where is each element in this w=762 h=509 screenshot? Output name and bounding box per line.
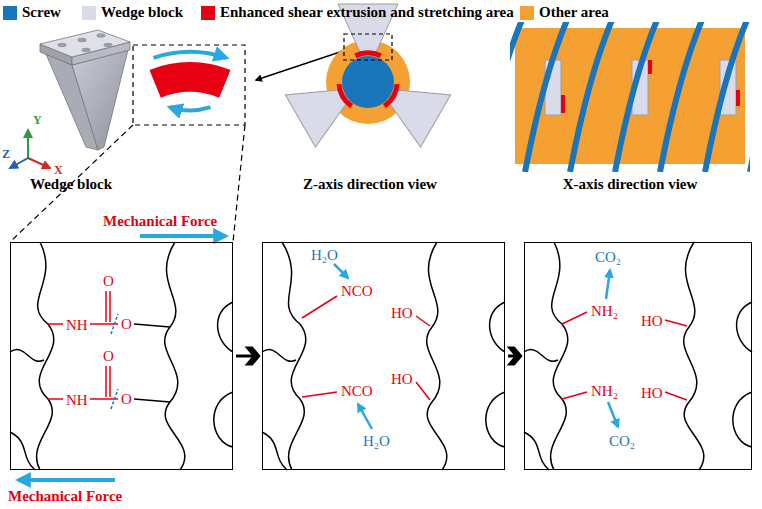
chemical-group: NH [66, 317, 88, 333]
legend-text: Other area [539, 4, 609, 21]
screw-flight [510, 22, 522, 172]
chemical-group: O [103, 348, 114, 364]
polymer-chains [10, 242, 233, 470]
legend-swatch [520, 6, 534, 20]
figure-caption: Wedge block [30, 176, 112, 192]
polymer-chains [262, 242, 505, 470]
reaction-panel: NHOONHOO [10, 242, 233, 470]
polymer-chains [524, 242, 752, 470]
chemical-group: NH₂ [591, 303, 618, 319]
chemical-group: H₂O [363, 433, 390, 449]
legend-item: Other area [520, 4, 609, 21]
chemical-group: NCO [341, 383, 373, 399]
chemical-group: NH [66, 392, 88, 408]
chemical-group: O [121, 391, 132, 407]
chemical-group: HO [641, 385, 663, 401]
chemical-group: O [103, 273, 114, 289]
legend-swatch [3, 6, 17, 20]
chemical-group: HO [391, 305, 413, 321]
chemical-group: CO₂ [609, 433, 635, 449]
force-label: Mechanical Force [103, 213, 217, 229]
chemical-group: HO [391, 371, 413, 387]
chemical-group: NH₂ [591, 383, 618, 399]
process-arrow [508, 355, 521, 358]
axis-triad [10, 130, 50, 168]
axis-label: Z [2, 146, 10, 162]
legend-swatch [82, 6, 96, 20]
axis-label: Y [33, 112, 42, 128]
chemical-group: H₂O [311, 247, 338, 263]
legend-item: Screw [3, 4, 61, 21]
legend-item: Enhanced shear extrusion and stretching … [201, 4, 514, 21]
wedge-block-figure [40, 30, 130, 150]
x-axis-view [480, 20, 762, 172]
screw-flight [570, 22, 612, 172]
screw-flight [660, 22, 702, 172]
force-label: Mechanical Force [8, 488, 122, 504]
chemical-group: NCO [341, 283, 373, 299]
axis-label: X [54, 162, 63, 178]
figure-caption: X-axis direction view [563, 176, 698, 192]
reaction-panel: H₂O NCO HO NCO H₂O HO [262, 242, 505, 470]
figure-caption: Z-axis direction view [303, 176, 437, 192]
legend-text: Wedge block [101, 4, 183, 21]
chemical-group: CO₂ [595, 249, 621, 265]
legend-swatch [201, 6, 215, 20]
screw-flight [615, 22, 657, 172]
chemical-group: O [121, 316, 132, 332]
z-axis-view [285, 4, 450, 147]
legend-item: Wedge block [82, 4, 183, 21]
chemical-group: HO [641, 313, 663, 329]
screw-flight [525, 22, 567, 172]
force-arrow [18, 478, 115, 482]
legend-text: Enhanced shear extrusion and stretching … [220, 4, 514, 21]
force-arrow [140, 234, 226, 238]
legend-text: Screw [22, 4, 61, 21]
screw-flight [705, 22, 747, 172]
reaction-panel: CO₂ NH₂ HO NH₂ CO₂ HO [524, 242, 752, 470]
process-arrow [236, 355, 259, 358]
zoom-detail [10, 45, 245, 242]
